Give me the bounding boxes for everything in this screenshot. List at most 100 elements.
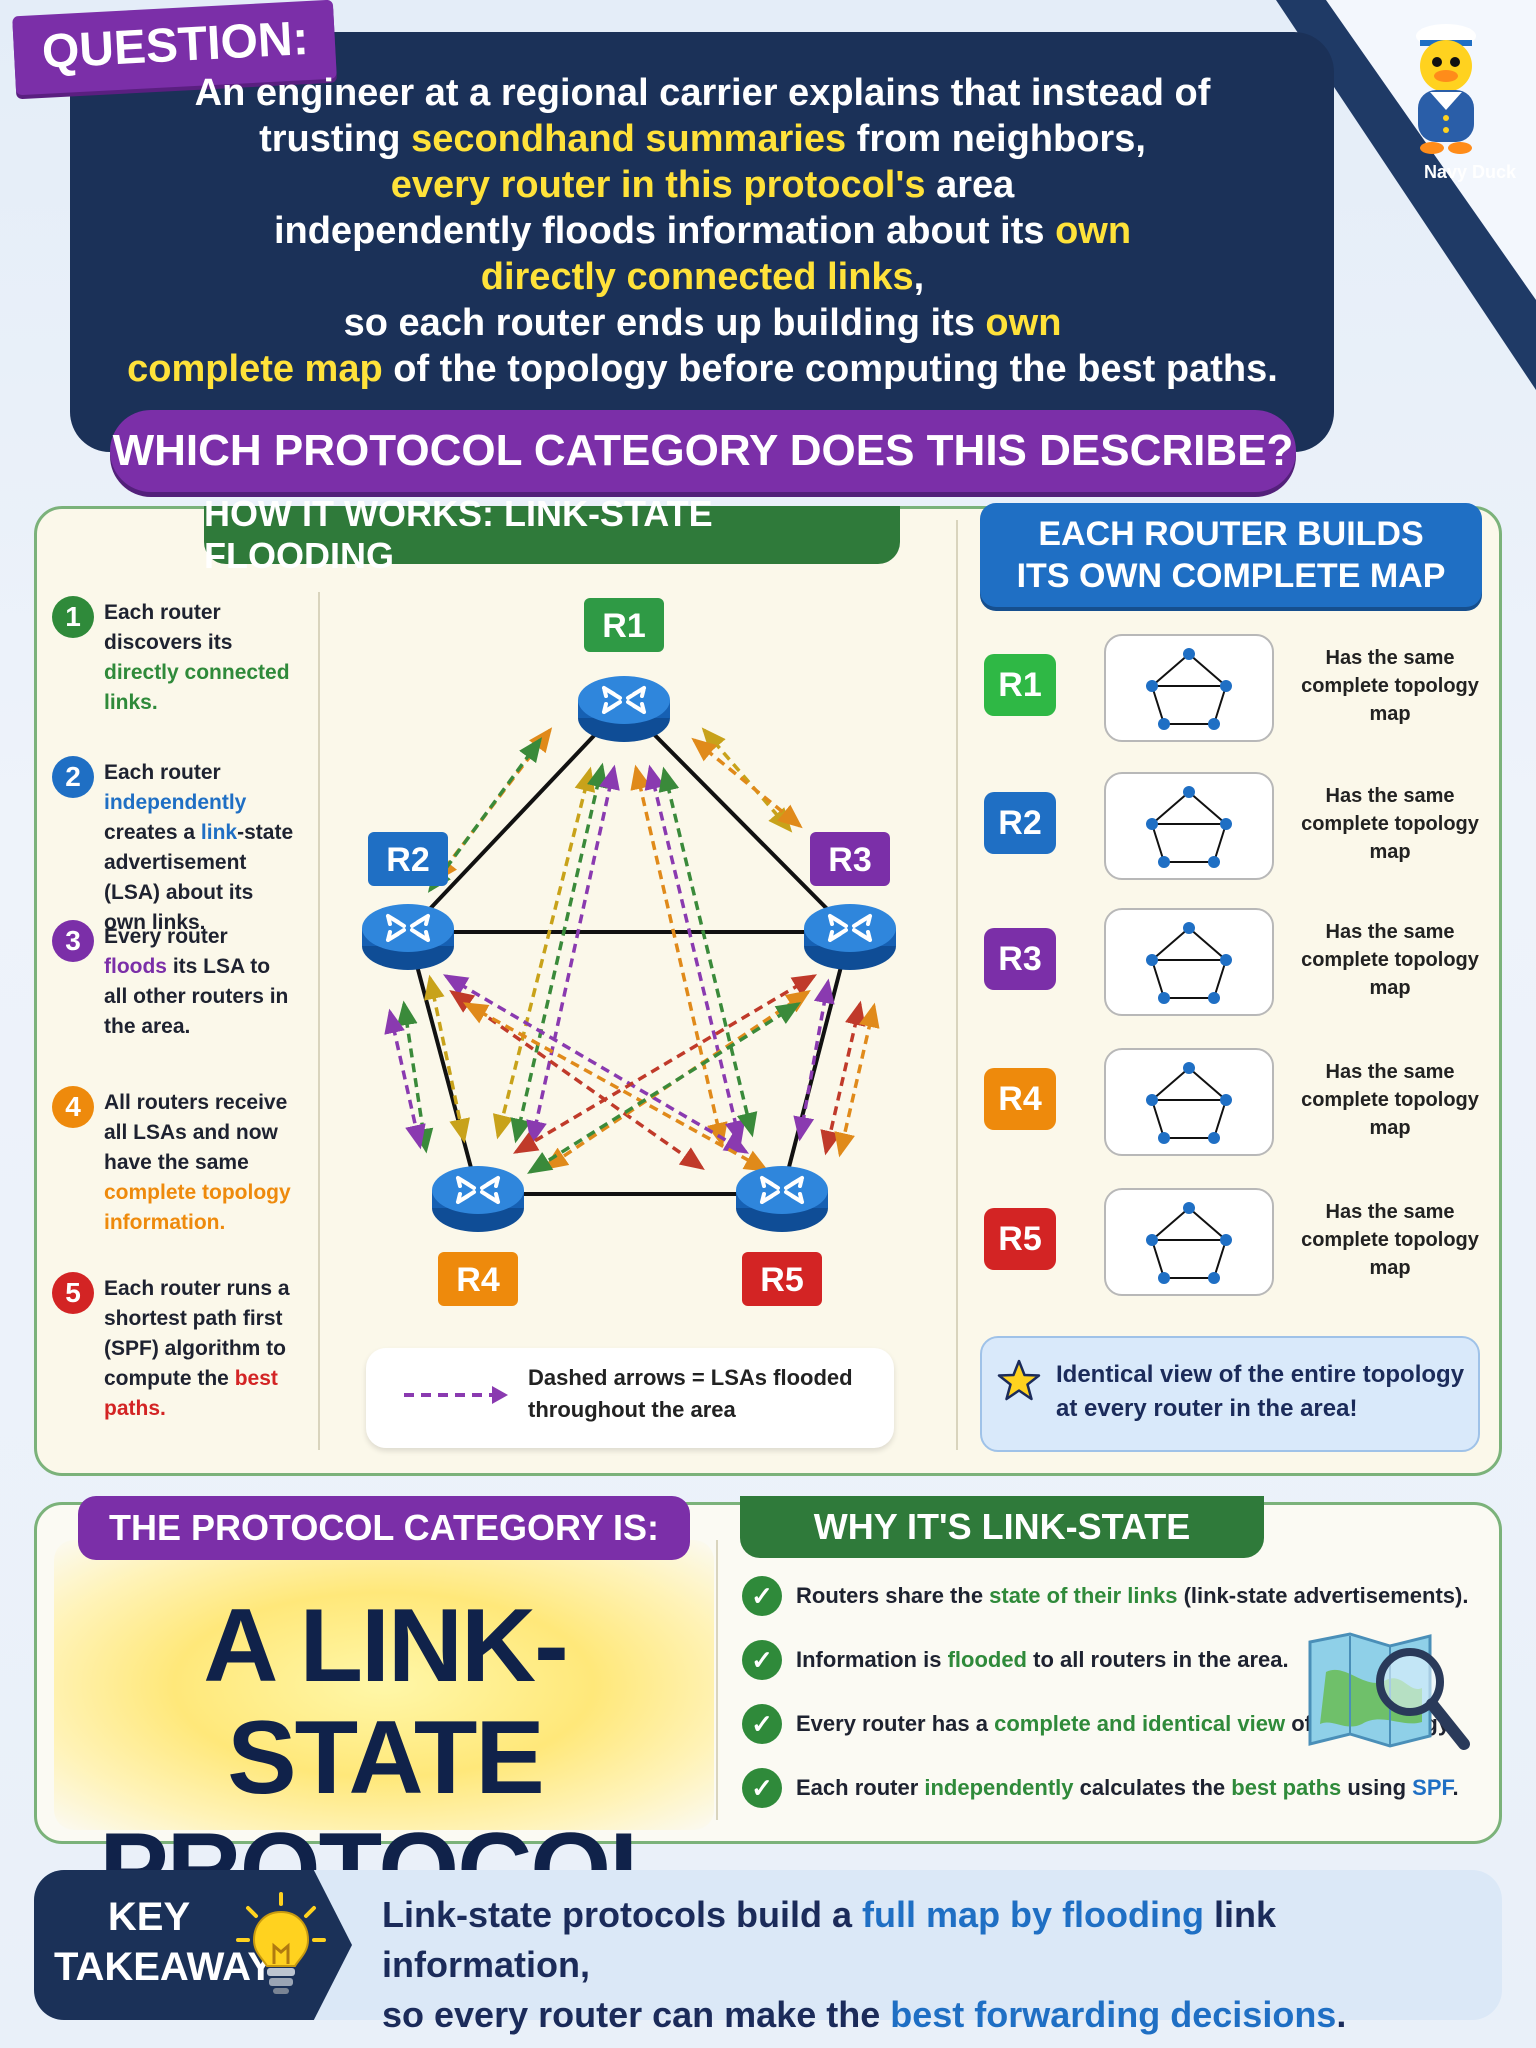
lsa-arrow (834, 1002, 880, 1158)
mini-topology-link (1151, 653, 1190, 687)
mini-topology-link (1188, 791, 1227, 825)
router-r2: R2 (362, 832, 454, 970)
why-item-segment: best paths (1231, 1775, 1342, 1800)
mini-topology-node (1183, 1062, 1195, 1074)
mini-topology-node (1208, 856, 1220, 868)
why-item-segment: Each router (796, 1775, 925, 1800)
step-number-badge: 1 (52, 596, 94, 638)
mini-topology-node (1208, 1272, 1220, 1284)
mini-topology-node (1220, 1234, 1232, 1246)
takeaway-segment: Link-state protocols build a (382, 1894, 863, 1935)
map-description: Has the same complete topology map (1301, 1061, 1479, 1139)
mini-topology-link (1151, 685, 1165, 725)
answer-line1: A LINK-STATE (203, 1588, 568, 1816)
map-router-badge: R4 (984, 1068, 1056, 1130)
router-r4: R4 (432, 1166, 524, 1306)
divider (318, 592, 320, 1450)
mini-topology-node (1158, 992, 1170, 1004)
mini-topology-link (1151, 959, 1165, 999)
key-takeaway-title: KEY TAKEAWAY (54, 1892, 274, 1992)
topology-map-card (1104, 908, 1274, 1016)
lsa-arrow (691, 737, 803, 829)
question-highlight: complete map (127, 348, 383, 390)
link-r1-r3 (622, 702, 852, 934)
checkmark-icon: ✓ (742, 1704, 782, 1744)
lsa-arrow (701, 727, 793, 833)
mini-topology-node (1208, 992, 1220, 1004)
map-magnifier-icon (1308, 1632, 1470, 1750)
question-highlight: own (1055, 210, 1132, 252)
step-number-badge: 5 (52, 1272, 94, 1314)
mini-topology-link (1151, 823, 1165, 863)
mini-topology-node (1220, 1094, 1232, 1106)
dashed-arrow-legend-icon (404, 1386, 508, 1404)
question-segment: area (925, 164, 1015, 206)
mini-topology-node (1220, 818, 1232, 830)
question-segment: so each router ends up building its (343, 302, 986, 344)
mini-topology-icon (1146, 786, 1232, 868)
map-description: Has the same complete topology map (1301, 921, 1479, 999)
step-text-segment: -state advertisement (LSA) about its own… (104, 821, 294, 934)
question-segment: trusting (259, 118, 412, 160)
lsa-arrow (820, 1000, 866, 1156)
router-label: R2 (386, 841, 429, 879)
lsa-arrow (526, 764, 620, 1146)
why-item-segment: independently (924, 1775, 1074, 1800)
mini-topology-link (1213, 685, 1227, 725)
mini-topology-node (1158, 1272, 1170, 1284)
why-item-segment: flooded (947, 1647, 1027, 1672)
step-text-segment: complete topology information. (104, 1181, 291, 1234)
step-text: Each router independently creates a link… (104, 758, 294, 938)
takeaway-segment: link information, (382, 1894, 1277, 1985)
mascot-label: Navy Duck (1423, 162, 1516, 182)
takeaway-title-line1: KEY (107, 1895, 191, 1939)
how-it-works-banner: HOW IT WORKS: LINK-STATE FLOODING (204, 493, 900, 576)
question-segment: from neighbors, (846, 118, 1146, 160)
why-item-segment: using (1341, 1775, 1413, 1800)
step-text: All routers receive all LSAs and now hav… (104, 1088, 294, 1238)
link-r2-r4 (406, 931, 480, 1195)
answer-highlight (54, 1540, 714, 1830)
map-banner-line1: EACH ROUTER BUILDS (1038, 515, 1424, 553)
mini-topology-node (1146, 1094, 1158, 1106)
lsa-arrow (793, 978, 835, 1142)
each-router-map-banner: EACH ROUTER BUILDS ITS OWN COMPLETE MAP (980, 503, 1482, 607)
mini-topology-node (1183, 922, 1195, 934)
duck-mascot-icon (1416, 24, 1476, 154)
legend-box (366, 1348, 894, 1448)
lsa-arrow (630, 764, 728, 1148)
step-number-badge: 3 (52, 920, 94, 962)
key-takeaway-text: Link-state protocols build a full map by… (382, 1890, 1482, 2040)
takeaway-segment: best forwarding decisions (890, 1994, 1337, 2035)
topology-map-card (1104, 634, 1274, 742)
router-arrows-icon (386, 914, 430, 942)
why-item-text: Information is flooded to all routers in… (796, 1647, 1289, 1673)
why-item-segment: Routers share the (796, 1583, 990, 1608)
step-text-segment: floods (104, 955, 167, 978)
why-item: ✓Information is flooded to all routers i… (742, 1640, 1289, 1680)
mini-topology-icon (1146, 1062, 1232, 1144)
why-link-state-banner: WHY IT'S LINK-STATE (740, 1496, 1264, 1558)
why-item-text: Each router independently calculates the… (796, 1775, 1459, 1801)
mini-topology-link (1188, 1067, 1227, 1101)
question-highlight: own (985, 302, 1062, 344)
router-r5: R5 (736, 1166, 828, 1306)
router-arrows-icon (760, 1176, 804, 1204)
lightbulb-icon (236, 1892, 326, 1994)
step-number-badge: 4 (52, 1086, 94, 1128)
mini-topology-link (1213, 959, 1227, 999)
map-description: Has the same complete topology map (1301, 647, 1479, 725)
router-r3: R3 (804, 832, 896, 970)
star-icon (997, 1359, 1041, 1401)
question-line: complete map of the topology before comp… (90, 346, 1315, 392)
step-text-segment: Every router (104, 925, 228, 948)
legend-text: Dashed arrows = LSAs flooded throughout … (528, 1365, 853, 1422)
mini-topology-node (1183, 648, 1195, 660)
mini-topology-node (1220, 954, 1232, 966)
answer-banner: THE PROTOCOL CATEGORY IS: (78, 1496, 690, 1560)
step-text-segment: best paths. (104, 1367, 278, 1420)
why-item-segment: complete and identical view (994, 1711, 1286, 1736)
divider (956, 520, 958, 1450)
question-segment: An engineer at a regional carrier explai… (194, 72, 1211, 114)
mini-topology-node (1208, 1132, 1220, 1144)
